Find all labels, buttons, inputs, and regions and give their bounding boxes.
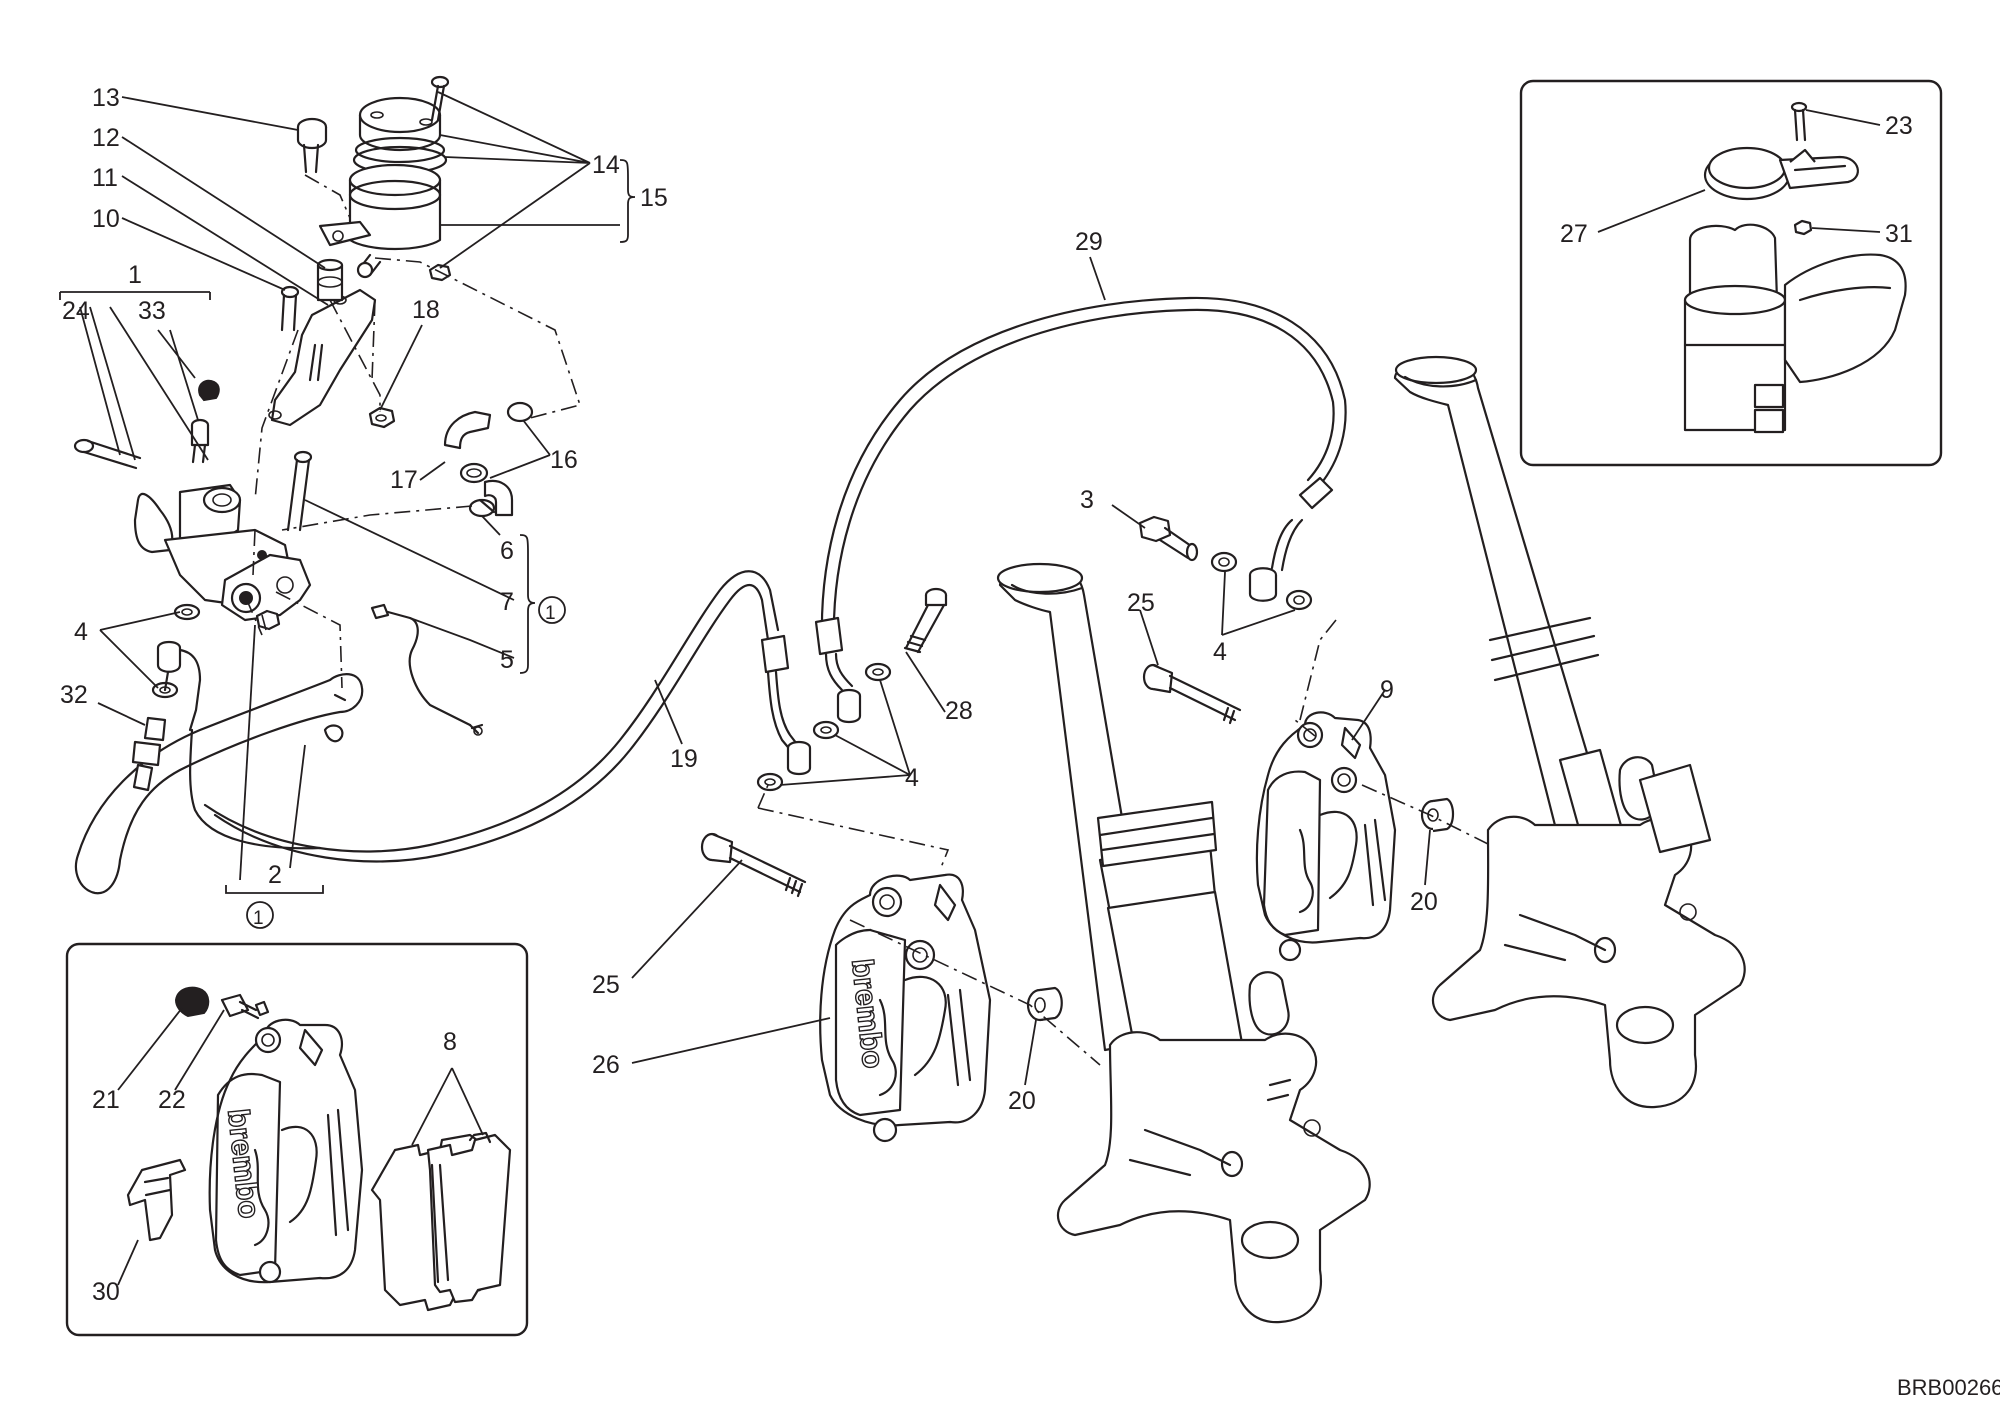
banjo-bolt-28 — [903, 587, 948, 654]
callout-30: 30 — [92, 1278, 120, 1306]
callout-16: 16 — [550, 446, 578, 474]
banjo-fittings-center — [786, 688, 862, 776]
drawing-code: BRB00266 — [1897, 1375, 2000, 1400]
bracket-screw-10 — [280, 285, 300, 332]
callout-20-right: 20 — [1410, 888, 1438, 916]
callout-group-1-bottom: 1 — [253, 908, 264, 929]
brake-caliper-9 — [1255, 711, 1397, 962]
callout-32: 32 — [60, 681, 88, 709]
callout-5: 5 — [500, 646, 514, 674]
reservoir-hose — [443, 410, 514, 517]
callout-4-right: 4 — [1213, 638, 1227, 666]
brake-caliper-26: brembo — [819, 873, 992, 1143]
bracket-rubber-grommet — [316, 258, 344, 302]
caliper-bushing-20-main — [1026, 986, 1063, 1022]
fork-leg-main — [996, 562, 1247, 1078]
caliper-bolt-25-main — [700, 832, 807, 898]
fork-foot-main — [1056, 971, 1371, 1324]
inset-brake-pads-8 — [370, 1131, 512, 1312]
callout-15: 15 — [640, 184, 668, 212]
fork-foot-right — [1431, 756, 1746, 1109]
callout-13: 13 — [92, 84, 120, 112]
leader-lines — [59, 91, 1881, 1286]
callout-29: 29 — [1075, 228, 1103, 256]
callout-8: 8 — [443, 1028, 457, 1056]
inset-clamp-27 — [1703, 146, 1859, 201]
inset-bleed-valve-22 — [220, 993, 270, 1020]
banjo-bolt-32 — [131, 716, 167, 792]
banjo-washers-4-center — [756, 662, 892, 792]
brake-switch-wire-5 — [370, 603, 484, 736]
bracket-nut-18 — [368, 406, 396, 429]
brake-hose-29 — [814, 296, 1347, 692]
inset-frame-caliper-pads — [65, 942, 529, 1337]
callout-33: 33 — [138, 297, 166, 325]
brake-fluid-reservoir — [348, 96, 448, 279]
brake-light-switch-6 — [468, 498, 496, 518]
callout-18: 18 — [412, 296, 440, 324]
callout-25-main: 25 — [592, 971, 620, 999]
callout-28: 28 — [945, 697, 973, 725]
callout-25-right: 25 — [1127, 589, 1155, 617]
callout-labels: 13 12 11 10 14 15 1 24 33 18 17 16 6 7 1… — [60, 84, 1913, 1306]
callout-1: 1 — [128, 261, 142, 289]
callout-17: 17 — [390, 466, 418, 494]
inset-caliper: brembo — [208, 1018, 364, 1284]
callout-11: 11 — [92, 164, 118, 192]
callout-22: 22 — [158, 1086, 186, 1114]
hose-line-left-end — [189, 728, 322, 850]
callout-21: 21 — [92, 1086, 120, 1114]
inset-frame-clamp — [1519, 79, 1943, 467]
caliper-bushing-20-right — [1420, 797, 1455, 833]
callout-12: 12 — [92, 124, 120, 152]
callout-23: 23 — [1885, 112, 1913, 140]
banjo-fitting-right — [1248, 567, 1278, 602]
callout-19: 19 — [670, 745, 698, 773]
callout-26: 26 — [592, 1051, 620, 1079]
hose-clamp-16 — [459, 401, 534, 484]
callout-4-center: 4 — [905, 764, 919, 792]
bleed-cap-33 — [198, 379, 220, 402]
assembly-lines — [245, 174, 1491, 1066]
master-cylinder-body — [133, 483, 312, 622]
callout-31: 31 — [1885, 220, 1913, 248]
brake-hose-19 — [203, 570, 802, 863]
banjo-fitting-left — [156, 640, 202, 732]
banjo-bolt-3 — [1138, 515, 1199, 562]
inset-bleed-cap-21 — [174, 986, 210, 1018]
callout-7: 7 — [500, 588, 514, 616]
brake-lever-2 — [74, 673, 364, 895]
adjuster-nut — [255, 609, 281, 631]
callout-6: 6 — [500, 537, 514, 565]
banjo-washers-4-right — [1210, 551, 1313, 611]
callout-20-main: 20 — [1008, 1087, 1036, 1115]
callout-24: 24 — [62, 297, 90, 325]
reservoir-screw — [430, 75, 450, 122]
callout-2: 2 — [268, 861, 282, 889]
reservoir-bracket — [268, 220, 377, 427]
lever-pivot-bolt — [286, 450, 313, 532]
callout-9: 9 — [1380, 676, 1394, 704]
fork-leg-right — [1393, 355, 1627, 852]
callout-group-1-right: 1 — [545, 603, 556, 624]
callout-3: 3 — [1080, 486, 1094, 514]
inset-screw-23 — [1790, 101, 1808, 142]
inset-nut-31 — [1793, 219, 1813, 236]
handlebar-clamp-bolt-24 — [73, 438, 142, 470]
callout-10: 10 — [92, 205, 120, 233]
reservoir-bolt-13 — [296, 117, 328, 174]
caliper-bolt-25-right — [1142, 663, 1242, 725]
callout-4-left: 4 — [74, 618, 88, 646]
inset-fork-tube — [1683, 223, 1907, 434]
inset-pad-spring-30 — [126, 1158, 187, 1242]
callout-14: 14 — [592, 151, 620, 179]
callout-27: 27 — [1560, 220, 1588, 248]
